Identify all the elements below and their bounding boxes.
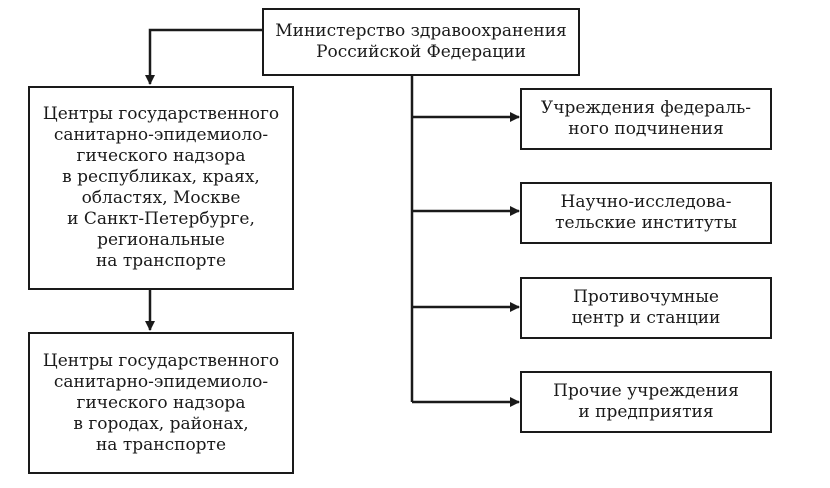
branch-3-line-2: центр и станции (571, 308, 721, 328)
branch-4-line-1: Прочие учреждения (553, 381, 739, 401)
regional-line-5: областях, Москве (81, 188, 241, 208)
arrow-ministry-to-regional (145, 28, 262, 85)
regional-line-2: санитарно-эпидемиоло- (53, 125, 269, 145)
branch-box-research: Научно-исследова- тельские институты (520, 182, 772, 244)
ministry-line-1: Министерство здравоохранения (275, 21, 567, 41)
local-line-4: в городах, районах, (73, 413, 249, 434)
local-line-3: гического надзора (76, 392, 246, 413)
branch-2-line-1: Научно-исследова- (560, 192, 732, 212)
ministry-line-2: Российской Федерации (316, 42, 526, 62)
regional-line-4: в республиках, краях, (62, 167, 260, 187)
ministry-box: Министерство здравоохранения Российской … (262, 8, 580, 76)
regional-line-1: Центры государственного (42, 104, 280, 124)
branch-3-line-1: Противочумные (573, 287, 719, 307)
branch-box-antiplague: Противочумные центр и станции (520, 277, 772, 339)
local-line-2: санитарно-эпидемиоло- (53, 371, 269, 392)
regional-centers-box: Центры государственного санитарно-эпидем… (28, 86, 294, 290)
local-centers-box: Центры государственного санитарно-эпидем… (28, 332, 294, 474)
branch-4-line-2: и предприятия (578, 402, 714, 422)
branch-1-line-1: Учреждения федераль- (540, 98, 752, 118)
branch-1-line-2: ного подчинения (568, 119, 724, 139)
regional-line-7: региональные (97, 230, 225, 250)
local-line-1: Центры государственного (42, 350, 280, 371)
regional-line-8: на транспорте (95, 251, 227, 271)
regional-line-3: гического надзора (76, 146, 246, 166)
branch-box-federal: Учреждения федераль- ного подчинения (520, 88, 772, 150)
branch-2-line-2: тельские институты (555, 213, 737, 233)
local-line-5: на транспорте (95, 434, 227, 455)
branch-box-other: Прочие учреждения и предприятия (520, 371, 772, 433)
regional-line-6: и Санкт-Петербурге, (67, 209, 255, 229)
